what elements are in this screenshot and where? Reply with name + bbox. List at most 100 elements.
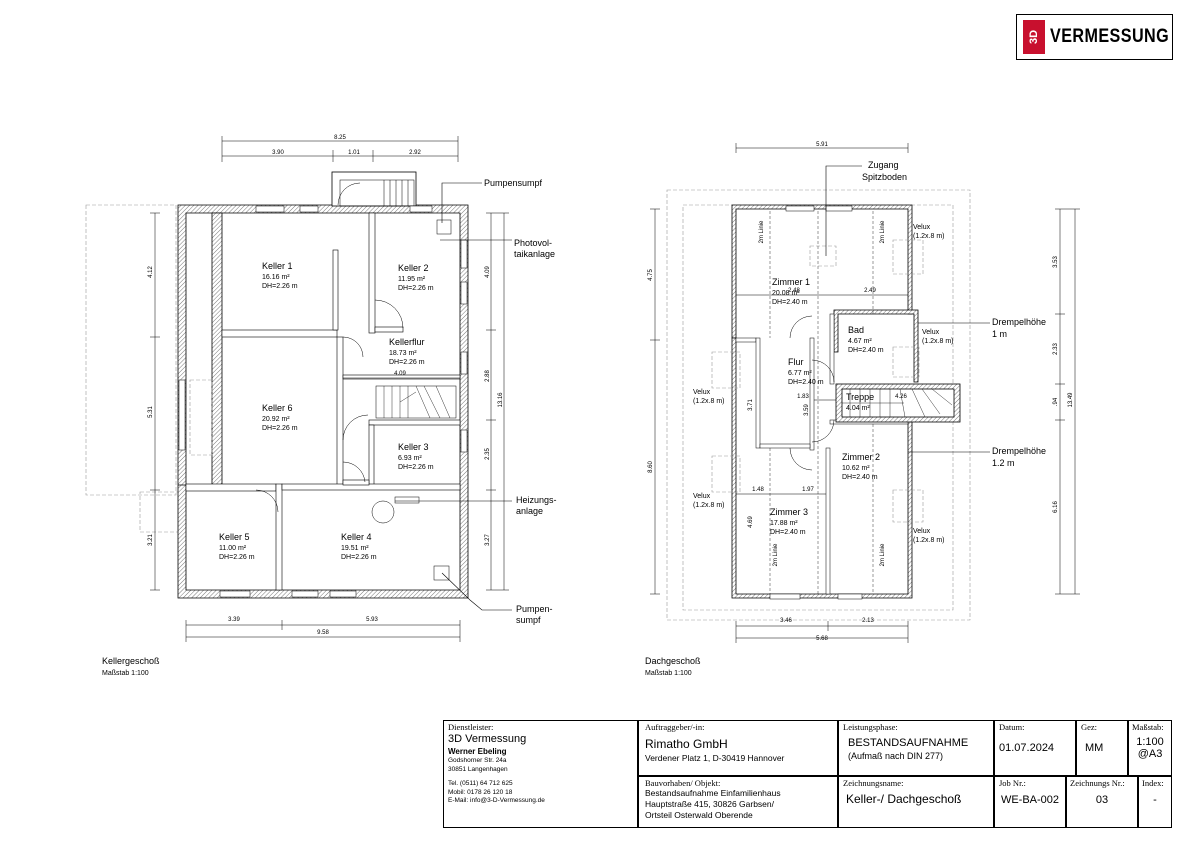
- basement-doors: [255, 182, 404, 513]
- phase-cell: Leistungsphase: BESTANDSAUFNAHME (Aufmaß…: [838, 720, 994, 776]
- svg-text:3.27: 3.27: [485, 534, 491, 546]
- svg-text:2m Linie: 2m Linie: [773, 543, 779, 566]
- svg-text:Velux: Velux: [922, 329, 940, 336]
- attic-leaders: [825, 165, 990, 453]
- svg-text:DH=2.26 m: DH=2.26 m: [219, 554, 255, 561]
- svg-text:DH=2.26 m: DH=2.26 m: [398, 285, 434, 292]
- basement-stair: [375, 385, 457, 419]
- svg-text:2.33: 2.33: [1053, 343, 1059, 355]
- svg-text:20.08 m²: 20.08 m²: [772, 290, 800, 297]
- svg-text:18.73 m²: 18.73 m²: [389, 350, 417, 357]
- label-zugang-1: Zugang: [868, 160, 899, 170]
- svg-text:Kellerflur: Kellerflur: [389, 337, 425, 347]
- svg-text:3.90: 3.90: [272, 150, 284, 156]
- pump-sump-top: [436, 219, 452, 235]
- attic-room-zimmer-2: Zimmer 2 10.62 m² DH=2.40 m: [842, 452, 880, 481]
- client-name: Rimatho GmbH: [645, 737, 728, 751]
- svg-text:8.25: 8.25: [334, 135, 346, 141]
- basement-scale: Maßstab 1:100: [102, 670, 149, 677]
- svg-text:Keller 1: Keller 1: [262, 261, 293, 271]
- svg-text:4.12: 4.12: [148, 266, 154, 278]
- svg-text:(1.2x.8 m): (1.2x.8 m): [693, 502, 725, 509]
- basement-dimension-labels: 8.25 3.90 1.01 2.92 4.12 5.31 3.21 4.09 …: [148, 135, 504, 636]
- date-cell: Datum: 01.07.2024: [994, 720, 1076, 776]
- svg-text:10.62 m²: 10.62 m²: [842, 465, 870, 472]
- svg-text:11.95 m²: 11.95 m²: [398, 276, 426, 283]
- project-cell: Bauvorhaben/ Objekt: Bestandsaufnahme Ei…: [638, 776, 838, 828]
- svg-text:5.91: 5.91: [816, 142, 828, 148]
- svg-text:4.26: 4.26: [895, 394, 907, 400]
- basement-room-kellerflur: Kellerflur 18.73 m² DH=2.26 m: [389, 337, 425, 366]
- svg-text:3.53: 3.53: [1053, 256, 1059, 268]
- attic-room-flur: Flur 6.77 m² DH=2.40 m: [788, 357, 824, 386]
- svg-text:Keller 3: Keller 3: [398, 442, 429, 452]
- svg-text:13.16: 13.16: [498, 392, 504, 408]
- provider-person: Werner Ebeling: [448, 747, 507, 756]
- svg-text:1.01: 1.01: [348, 150, 360, 156]
- gez-value: MM: [1085, 742, 1104, 754]
- terrace-outline: [85, 204, 177, 496]
- svg-text:16.16 m²: 16.16 m²: [262, 274, 290, 281]
- basement-west-inner-wall: [211, 212, 223, 486]
- svg-text:(1.2x.8 m): (1.2x.8 m): [922, 338, 954, 345]
- svg-text:Bad: Bad: [848, 325, 864, 335]
- svg-text:2.92: 2.92: [409, 150, 421, 156]
- attic-plan: Zimmer 1 20.08 m² DH=2.40 m Bad 4.67 m² …: [645, 142, 1080, 677]
- velux-label-5: Velux (1.2x.8 m): [913, 528, 945, 544]
- svg-text:4.04 m²: 4.04 m²: [846, 405, 870, 412]
- svg-text:DH=2.40 m: DH=2.40 m: [772, 299, 808, 306]
- svg-text:3.71: 3.71: [748, 399, 754, 411]
- heating-tank: [371, 500, 395, 524]
- svg-text:DH=2.40 m: DH=2.40 m: [770, 529, 806, 536]
- attic-skylights: [711, 239, 924, 523]
- label-pumpen-2: sumpf: [516, 615, 541, 625]
- job-value: WE-BA-002: [1000, 794, 1060, 806]
- svg-text:Keller 5: Keller 5: [219, 532, 250, 542]
- svg-text:5.68: 5.68: [816, 636, 828, 642]
- attic-title: Dachgeschoß: [645, 656, 701, 666]
- svg-text:2.13: 2.13: [862, 618, 874, 624]
- svg-text:17.88 m²: 17.88 m²: [770, 520, 798, 527]
- svg-text:Zimmer 3: Zimmer 3: [770, 507, 808, 517]
- label-drempel-1-a: Drempelhöhe: [992, 317, 1046, 327]
- svg-text:13.49: 13.49: [1068, 392, 1074, 408]
- svg-text:3.59: 3.59: [804, 404, 810, 416]
- svg-text:4.09: 4.09: [394, 371, 406, 377]
- svg-text:.94: .94: [1053, 397, 1059, 406]
- basement-room-keller-3: Keller 3 6.93 m² DH=2.26 m: [398, 442, 434, 471]
- svg-text:(1.2x.8 m): (1.2x.8 m): [913, 537, 945, 544]
- svg-text:3.21: 3.21: [148, 534, 154, 546]
- svg-text:DH=2.40 m: DH=2.40 m: [848, 347, 884, 354]
- svg-text:2.35: 2.35: [485, 448, 491, 460]
- attic-room-zimmer-3: Zimmer 3 17.88 m² DH=2.40 m: [770, 507, 808, 536]
- svg-text:DH=2.40 m: DH=2.40 m: [788, 379, 824, 386]
- provider-name: 3D Vermessung: [448, 733, 527, 745]
- label-pumpensumpf-top: Pumpensumpf: [484, 178, 543, 188]
- svg-text:1.83: 1.83: [797, 394, 809, 400]
- svg-text:Velux: Velux: [913, 528, 931, 535]
- basement-room-keller-6: Keller 6 20.92 m² DH=2.26 m: [262, 403, 298, 432]
- label-drempel-2-b: 1.2 m: [992, 458, 1015, 468]
- svg-text:11.00 m²: 11.00 m²: [219, 545, 247, 552]
- pump-sump-bottom: [433, 565, 450, 581]
- svg-text:2.49: 2.49: [864, 288, 876, 294]
- svg-text:1.48: 1.48: [752, 487, 764, 493]
- svg-text:20.92 m²: 20.92 m²: [262, 416, 290, 423]
- client-address: Verdener Platz 1, D-30419 Hannover: [645, 753, 785, 763]
- svg-text:DH=2.26 m: DH=2.26 m: [262, 283, 298, 290]
- heating-unit: [394, 496, 420, 504]
- svg-text:5.31: 5.31: [148, 406, 154, 418]
- svg-text:2m Linie: 2m Linie: [759, 220, 765, 243]
- svg-text:Velux: Velux: [693, 493, 711, 500]
- svg-text:2.88: 2.88: [485, 370, 491, 382]
- svg-text:Keller 6: Keller 6: [262, 403, 293, 413]
- client-cell: Auftraggeber/-in: Rimatho GmbH Verdener …: [638, 720, 838, 776]
- svg-text:19.51 m²: 19.51 m²: [341, 545, 369, 552]
- svg-text:DH=2.26 m: DH=2.26 m: [341, 554, 377, 561]
- svg-text:6.16: 6.16: [1053, 501, 1059, 513]
- scale-cell: Maßstab: 1:100 @A3: [1128, 720, 1172, 776]
- velux-label-4: Velux (1.2x.8 m): [693, 493, 725, 509]
- svg-text:Velux: Velux: [693, 389, 711, 396]
- attic-room-treppe: Treppe 4.04 m²: [846, 392, 874, 412]
- velux-label-3: Velux (1.2x.8 m): [693, 389, 725, 405]
